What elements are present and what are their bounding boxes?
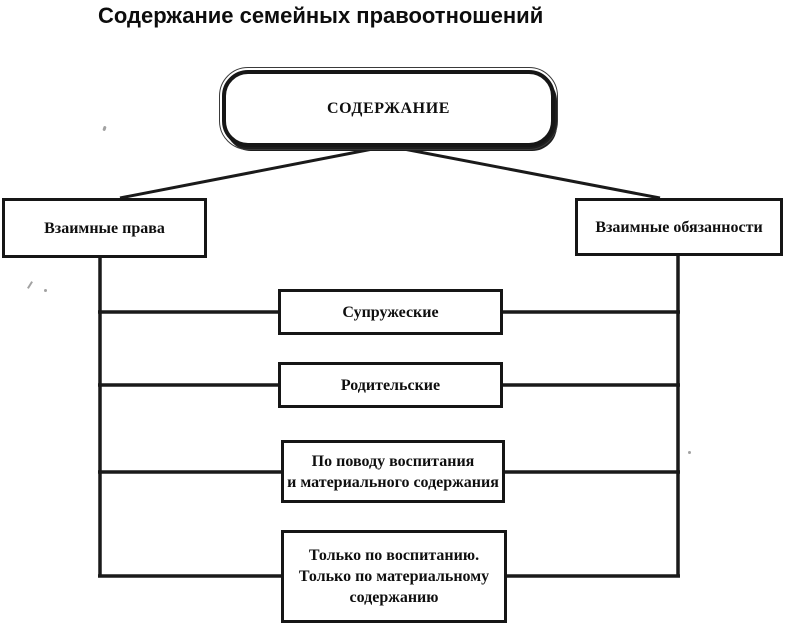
node-parental-label: Родительские [340,376,441,394]
page-title: Содержание семейных правоотношений [98,3,544,28]
node-root-soderzhanie: СОДЕРЖАНИЕ [219,67,558,150]
node-only-upbringing-line3: содержанию [349,589,439,606]
node-only-upbringing-line1: Только по воспитанию. [308,547,480,564]
node-spousal: Супружеские [278,289,503,335]
node-mutual-obligations: Взаимные обязанности [575,198,783,256]
scan-artifact [44,289,47,292]
node-upbringing-and-support-line2: и материального содержания [287,473,499,491]
node-parental: Родительские [278,362,503,408]
node-only-upbringing-or-support: Только по воспитанию. Только по материал… [281,530,507,623]
node-mutual-rights: Взаимные права [2,198,207,258]
node-upbringing-and-support-line1: По поводу воспитания [311,452,475,470]
node-upbringing-and-support: По поводу воспитания и материального сод… [281,440,505,503]
scan-artifact [688,451,691,454]
node-mutual-rights-label: Взаимные права [44,219,165,237]
node-mutual-obligations-label: Взаимные обязанности [595,218,763,236]
node-spousal-label: Супружеские [342,303,439,321]
node-only-upbringing-line2: Только по материальному [298,568,490,585]
node-root-label: СОДЕРЖАНИЕ [326,100,451,117]
